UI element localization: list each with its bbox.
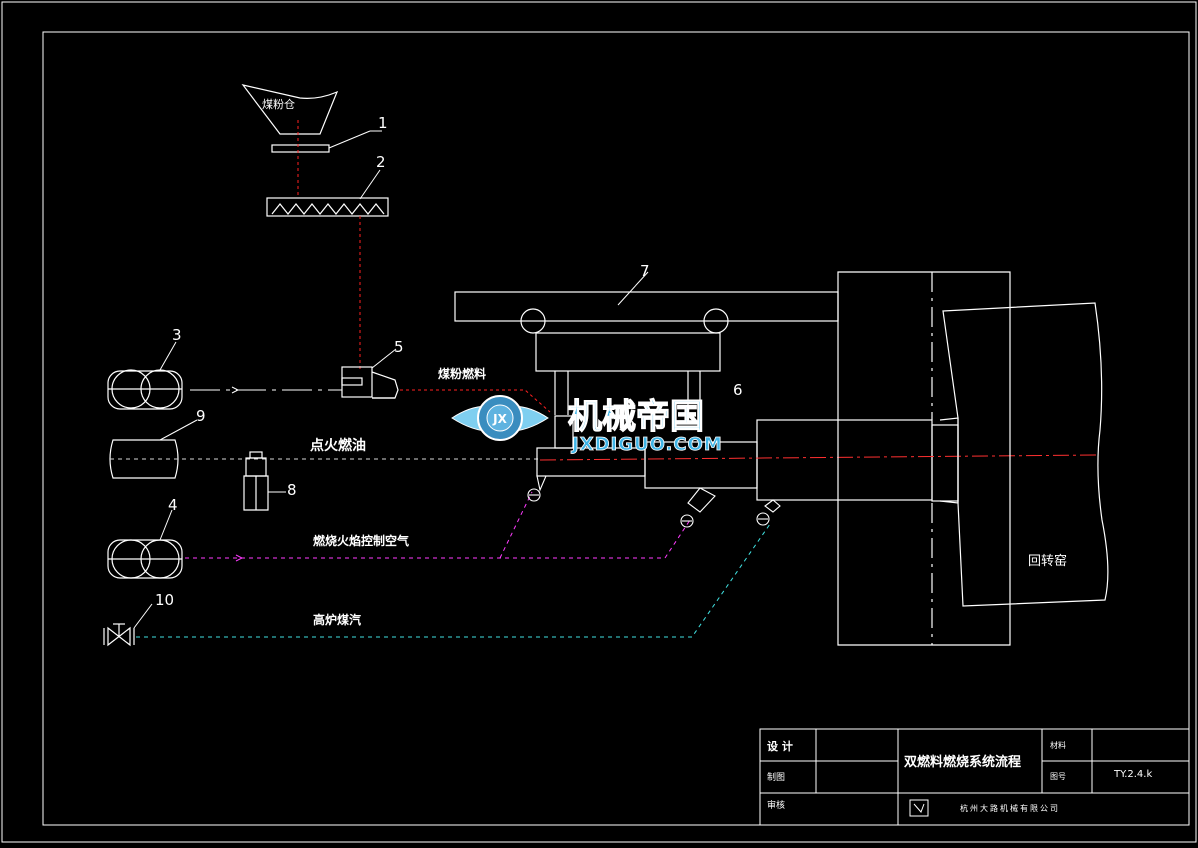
item-number-9: 9 <box>196 407 206 425</box>
blast-gas-line <box>136 523 771 638</box>
flame-air-label: 燃烧火焰控制空气 <box>313 533 409 548</box>
leader-7 <box>617 271 649 306</box>
drawing-frame <box>42 31 1190 826</box>
watermark-chinese: 机械帝国 <box>568 397 704 437</box>
leader-3 <box>159 341 177 371</box>
nozzle-fittings <box>527 475 781 528</box>
ignition-oil-label: 点火燃油 <box>310 437 366 454</box>
flame-air-line <box>185 519 691 559</box>
oil-pump-8 <box>243 451 269 511</box>
item-number-10: 10 <box>155 591 174 609</box>
blower-3 <box>107 369 183 410</box>
leader-5 <box>371 348 397 369</box>
kiln-label: 回转窑 <box>1028 553 1067 569</box>
watermark-logo: JX <box>451 395 549 441</box>
item-number-7: 7 <box>640 262 650 280</box>
tb-drawing-no-label: 图号 <box>1050 772 1066 781</box>
item-number-8: 8 <box>287 481 297 499</box>
tb-drawing-no: TY.2.4.k <box>1113 769 1152 780</box>
tb-design: 设 计 <box>767 739 793 753</box>
item-number-6: 6 <box>733 381 743 399</box>
title-block <box>759 728 1190 826</box>
item-number-5: 5 <box>394 338 404 356</box>
coal-fuel-label: 煤粉燃料 <box>438 366 486 381</box>
leader-1 <box>328 130 371 149</box>
flame-air-branch <box>499 491 533 559</box>
blower-4 <box>107 539 183 579</box>
leader-4 <box>159 509 173 541</box>
kiln-hood <box>837 271 1011 646</box>
blast-gas-label: 高炉煤汽 <box>313 612 361 627</box>
item-number-4: 4 <box>168 496 178 514</box>
watermark-url: JXDIGUO.COM <box>570 434 723 455</box>
kiln-axis <box>539 454 1101 461</box>
valve-10 <box>103 623 135 647</box>
tb-drawing-title: 双燃料燃烧系统流程 <box>904 754 1021 770</box>
coal-feeder <box>266 197 389 217</box>
mixer-5 <box>341 366 399 399</box>
leader-9 <box>159 419 198 441</box>
coal-hopper <box>241 84 339 153</box>
item-number-1: 1 <box>378 114 388 132</box>
item-number-2: 2 <box>376 153 386 171</box>
watermark-badge: JX <box>492 412 507 426</box>
tb-material: 材料 <box>1050 740 1066 750</box>
item-number-3: 3 <box>172 326 182 344</box>
oil-tank-9 <box>109 439 179 479</box>
hopper-label: 煤粉仓 <box>262 97 295 111</box>
leader-10 <box>133 603 153 629</box>
rotary-kiln <box>942 302 1109 607</box>
tb-drafting: 制图 <box>767 771 785 783</box>
tb-company: 杭州大路机械有限公司 <box>960 803 1060 813</box>
tb-review: 审核 <box>767 799 785 811</box>
leader-2 <box>359 169 381 200</box>
